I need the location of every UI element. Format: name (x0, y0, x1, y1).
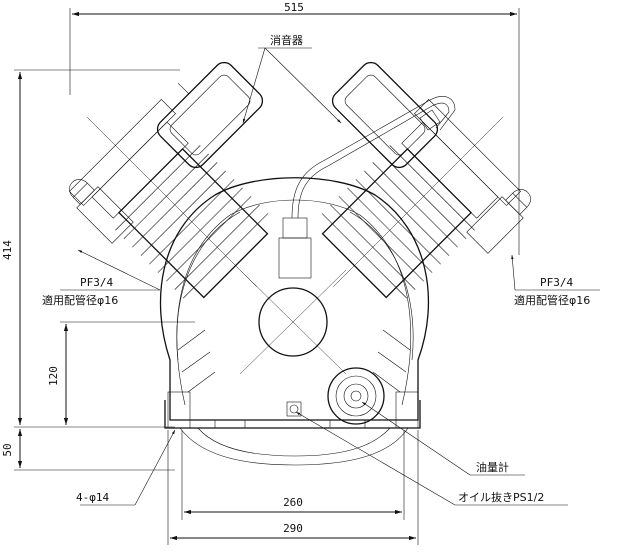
oil-gauge-label: 油量計 (476, 460, 509, 474)
left-muffler (156, 61, 264, 169)
right-cylinder (321, 99, 521, 299)
left-pipe-port (69, 179, 134, 244)
pf-right-label-1: PF3/4 (540, 276, 573, 289)
left-cylinder (69, 99, 269, 299)
right-pipe-port (466, 189, 531, 254)
crankcase (159, 177, 430, 466)
leader-lines (60, 47, 600, 506)
dim-width-290: 290 (283, 522, 303, 535)
dim-width-515: 515 (284, 1, 304, 14)
dim-height-120: 120 (47, 366, 60, 386)
pf-right-label-2: 適用配管径φ16 (514, 293, 590, 307)
dim-height-414: 414 (1, 240, 14, 260)
holes-label: 4-φ14 (76, 491, 109, 504)
pf-left-label-1: PF3/4 (80, 276, 113, 289)
dimension-lines (14, 8, 520, 545)
right-muffler (331, 61, 439, 169)
muffler-label: 消音器 (270, 33, 303, 47)
pf-left-label-2: 適用配管径φ16 (42, 293, 118, 307)
connecting-pipe (278, 96, 456, 279)
oil-drain-label: オイル抜きPS1/2 (458, 490, 544, 504)
dim-width-260: 260 (283, 496, 303, 509)
dim-height-50: 50 (1, 443, 14, 456)
